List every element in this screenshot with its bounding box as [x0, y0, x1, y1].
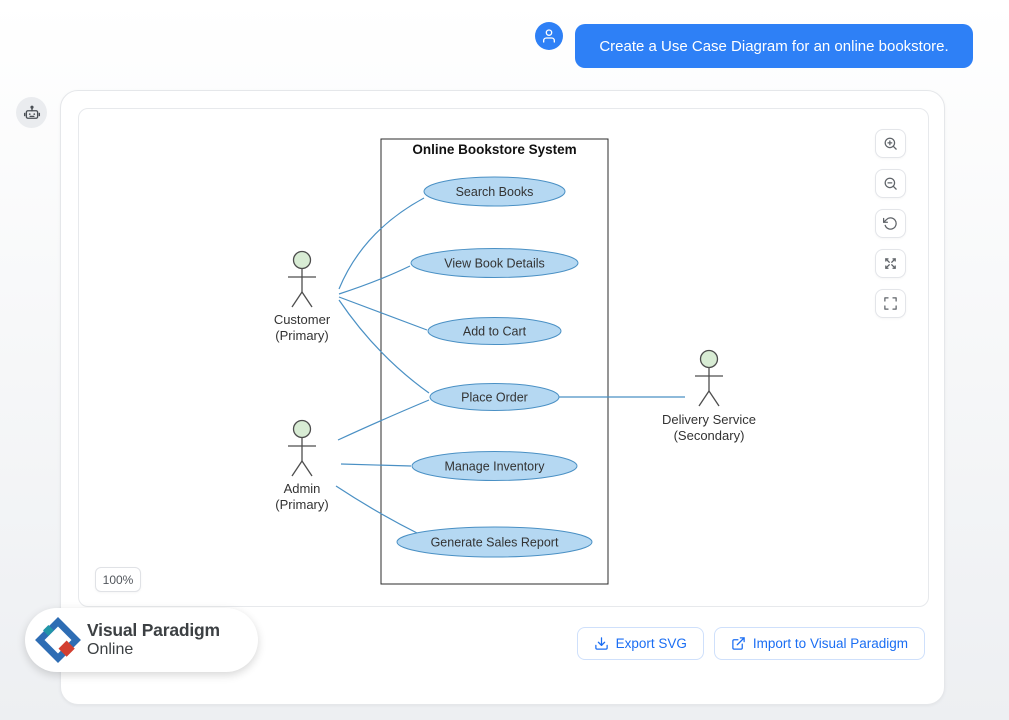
diagram-panel: Online Bookstore System Search Book	[60, 90, 945, 705]
svg-text:(Primary): (Primary)	[275, 328, 328, 343]
user-icon	[543, 29, 555, 43]
svg-text:Search Books: Search Books	[456, 185, 534, 199]
zoom-toolbar	[875, 129, 906, 318]
expand-button[interactable]	[875, 249, 906, 278]
fullscreen-button[interactable]	[875, 289, 906, 318]
robot-icon	[23, 105, 40, 119]
vp-logo-icon	[35, 617, 81, 663]
system-boundary-box: Online Bookstore System	[380, 138, 609, 585]
vp-logo-text: Visual Paradigm Online	[87, 621, 220, 659]
association-line	[335, 485, 420, 535]
zoom-level-badge: 100%	[95, 567, 141, 592]
use-case-manage-inventory: Manage Inventory	[411, 451, 578, 481]
system-title: Online Bookstore System	[412, 142, 576, 157]
svg-text:Manage Inventory: Manage Inventory	[444, 460, 545, 474]
zoom-out-button[interactable]	[875, 169, 906, 198]
chat-message-text: Create a Use Case Diagram for an online …	[599, 37, 949, 55]
zoom-in-button[interactable]	[875, 129, 906, 158]
import-to-vp-label: Import to Visual Paradigm	[752, 636, 908, 651]
export-svg-button[interactable]: Export SVG	[576, 627, 704, 660]
use-case-view-book-details: View Book Details	[410, 248, 579, 278]
panel-actions: Export SVG Import to Visual Paradigm	[576, 627, 925, 660]
assistant-chip[interactable]	[16, 97, 47, 128]
svg-text:Place Order: Place Order	[461, 391, 528, 405]
svg-text:(Secondary): (Secondary)	[674, 428, 745, 443]
svg-text:Customer: Customer	[274, 312, 331, 327]
svg-text:Admin: Admin	[284, 481, 321, 496]
expand-icon	[885, 258, 896, 269]
svg-text:Add to Cart: Add to Cart	[463, 325, 527, 339]
export-svg-label: Export SVG	[615, 636, 687, 651]
import-to-vp-button[interactable]: Import to Visual Paradigm	[713, 627, 925, 660]
zoom-out-icon	[884, 177, 897, 190]
fullscreen-icon	[884, 297, 897, 310]
svg-text:(Primary): (Primary)	[275, 497, 328, 512]
external-link-icon	[732, 637, 745, 650]
zoom-level-text: 100%	[102, 572, 134, 587]
actor-customer: Customer (Primary)	[274, 250, 331, 343]
association-line	[340, 463, 412, 467]
use-case-search-books: Search Books	[423, 176, 566, 207]
actor-admin: Admin (Primary)	[275, 419, 329, 512]
use-case-generate-sales-report: Generate Sales Report	[396, 526, 593, 558]
vp-logo-product: Online	[87, 640, 134, 658]
reset-view-button[interactable]	[875, 209, 906, 238]
zoom-in-icon	[884, 137, 897, 150]
use-case-place-order: Place Order	[429, 383, 560, 411]
usecase-diagram-svg: Online Bookstore System Search Book	[274, 138, 756, 585]
vp-online-logo[interactable]: Visual Paradigm Online	[25, 608, 258, 672]
svg-text:Delivery Service: Delivery Service	[662, 412, 756, 427]
reset-view-icon	[883, 217, 897, 230]
vp-logo-brand: Visual Paradigm	[87, 620, 220, 641]
association-line	[338, 265, 411, 295]
download-icon	[594, 637, 608, 650]
association-line	[337, 399, 430, 441]
actor-delivery-service: Delivery Service (Secondary)	[662, 349, 756, 443]
chat-message-bubble: Create a Use Case Diagram for an online …	[575, 24, 973, 68]
use-case-add-to-cart: Add to Cart	[427, 317, 562, 345]
association-line	[338, 197, 425, 290]
association-line	[338, 296, 428, 331]
association-line	[338, 299, 430, 394]
svg-text:View Book Details: View Book Details	[444, 257, 545, 271]
diagram-canvas[interactable]: Online Bookstore System Search Book	[78, 108, 929, 607]
user-avatar	[535, 22, 563, 50]
svg-text:Generate Sales Report: Generate Sales Report	[431, 536, 559, 550]
